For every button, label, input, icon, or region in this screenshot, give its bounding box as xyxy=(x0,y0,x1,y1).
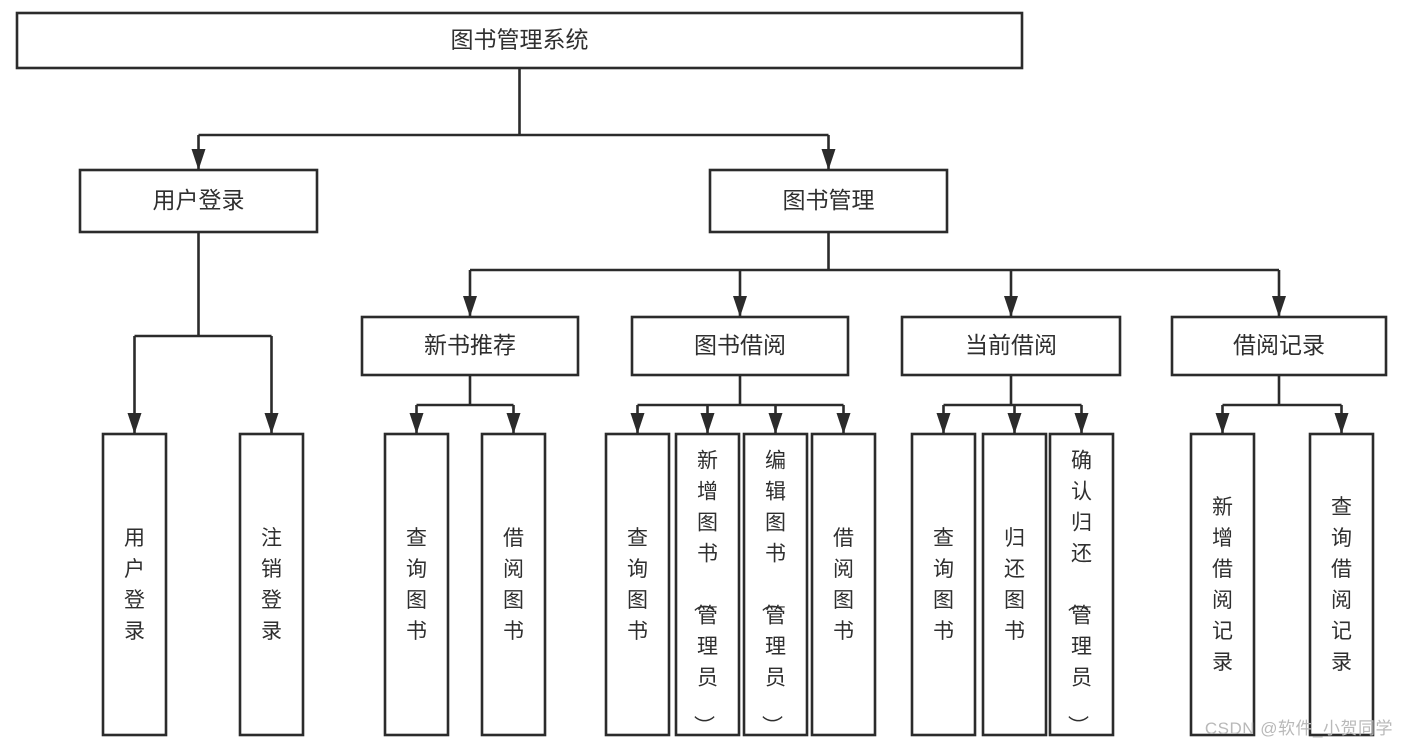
arrow-head-图书借阅-to-借阅图书-3 xyxy=(836,413,851,434)
arrow-head-图书管理-to-当前借阅-2 xyxy=(1004,296,1018,317)
arrow-head-图书管理-to-新书推荐-0 xyxy=(463,296,477,317)
node-图书借阅[interactable]: 图书借阅 xyxy=(630,315,850,377)
node-box-新增图书管理员 xyxy=(674,432,741,737)
node-box-新书推荐 xyxy=(360,315,580,377)
node-label-确认归还管理员: 确认归还（管理员） xyxy=(1066,449,1092,736)
arrow-head-图书管理系统-to-图书管理-1 xyxy=(821,149,836,170)
arrow-head-图书管理系统-to-用户登录-0 xyxy=(191,149,206,170)
node-编辑图书管理员[interactable]: 编辑图书（管理员） xyxy=(742,432,809,737)
node-label-借阅记录: 借阅记录 xyxy=(1233,332,1325,358)
node-借阅图书[interactable]: 借阅图书 xyxy=(810,432,877,737)
node-新书推荐[interactable]: 新书推荐 xyxy=(360,315,580,377)
node-label-编辑图书管理员: 编辑图书（管理员） xyxy=(760,449,786,736)
node-label-用户登录: 用户登录 xyxy=(124,527,145,643)
arrow-head-图书借阅-to-编辑图书管理员-2 xyxy=(768,413,783,434)
node-查询图书[interactable]: 查询图书 xyxy=(604,432,671,737)
node-label-借阅图书: 借阅图书 xyxy=(503,527,524,643)
node-box-图书管理系统 xyxy=(15,11,1024,70)
node-查询图书[interactable]: 查询图书 xyxy=(383,432,450,737)
node-box-图书借阅 xyxy=(630,315,850,377)
arrow-head-图书管理-to-借阅记录-3 xyxy=(1272,296,1286,317)
node-box-注销登录 xyxy=(238,432,305,737)
arrow-head-借阅记录-to-新增借阅记录-0 xyxy=(1215,413,1230,434)
node-label-用户登录: 用户登录 xyxy=(153,187,245,213)
node-box-查询借阅记录 xyxy=(1308,432,1375,737)
node-新增图书管理员[interactable]: 新增图书（管理员） xyxy=(674,432,741,737)
node-label-借阅图书: 借阅图书 xyxy=(833,527,854,643)
node-box-用户登录 xyxy=(101,432,168,737)
node-label-查询图书: 查询图书 xyxy=(406,527,427,643)
node-label-查询图书: 查询图书 xyxy=(627,527,648,643)
node-box-确认归还管理员 xyxy=(1048,432,1115,737)
node-layer: 图书管理系统用户登录图书管理新书推荐图书借阅当前借阅借阅记录用户登录注销登录查询… xyxy=(15,11,1388,737)
arrow-head-图书借阅-to-新增图书管理员-1 xyxy=(700,413,715,434)
node-box-当前借阅 xyxy=(900,315,1122,377)
node-当前借阅[interactable]: 当前借阅 xyxy=(900,315,1122,377)
node-box-编辑图书管理员 xyxy=(742,432,809,737)
node-label-注销登录: 注销登录 xyxy=(261,527,282,643)
node-box-查询图书 xyxy=(383,432,450,737)
node-借阅记录[interactable]: 借阅记录 xyxy=(1170,315,1388,377)
node-归还图书[interactable]: 归还图书 xyxy=(981,432,1048,737)
arrow-head-新书推荐-to-借阅图书-1 xyxy=(506,413,521,434)
node-label-新增图书管理员: 新增图书（管理员） xyxy=(692,449,718,736)
arrow-head-当前借阅-to-确认归还管理员-2 xyxy=(1074,413,1089,434)
node-label-查询图书: 查询图书 xyxy=(933,527,954,643)
node-借阅图书[interactable]: 借阅图书 xyxy=(480,432,547,737)
node-label-图书管理: 图书管理 xyxy=(783,187,875,213)
arrow-head-用户登录-to-注销登录-1 xyxy=(264,413,279,434)
node-用户登录[interactable]: 用户登录 xyxy=(78,168,319,234)
node-图书管理[interactable]: 图书管理 xyxy=(708,168,949,234)
node-label-新书推荐: 新书推荐 xyxy=(424,332,516,358)
node-label-图书管理系统: 图书管理系统 xyxy=(451,27,589,53)
node-label-归还图书: 归还图书 xyxy=(1004,527,1025,643)
node-box-图书管理 xyxy=(708,168,949,234)
node-确认归还管理员[interactable]: 确认归还（管理员） xyxy=(1048,432,1115,737)
arrow-head-图书借阅-to-查询图书-0 xyxy=(630,413,645,434)
node-box-查询图书 xyxy=(910,432,977,737)
node-label-当前借阅: 当前借阅 xyxy=(965,332,1057,358)
node-label-查询借阅记录: 查询借阅记录 xyxy=(1331,496,1352,674)
node-box-查询图书 xyxy=(604,432,671,737)
arrow-head-当前借阅-to-查询图书-0 xyxy=(936,413,951,434)
node-查询借阅记录[interactable]: 查询借阅记录 xyxy=(1308,432,1375,737)
node-新增借阅记录[interactable]: 新增借阅记录 xyxy=(1189,432,1256,737)
node-注销登录[interactable]: 注销登录 xyxy=(238,432,305,737)
node-图书管理系统[interactable]: 图书管理系统 xyxy=(15,11,1024,70)
node-box-用户登录 xyxy=(78,168,319,234)
arrow-head-图书管理-to-图书借阅-1 xyxy=(733,296,747,317)
node-查询图书[interactable]: 查询图书 xyxy=(910,432,977,737)
node-box-新增借阅记录 xyxy=(1189,432,1256,737)
node-box-归还图书 xyxy=(981,432,1048,737)
node-box-借阅记录 xyxy=(1170,315,1388,377)
node-box-借阅图书 xyxy=(810,432,877,737)
connector-layer xyxy=(127,68,1349,434)
node-用户登录[interactable]: 用户登录 xyxy=(101,432,168,737)
arrow-head-用户登录-to-用户登录-0 xyxy=(127,413,142,434)
node-box-借阅图书 xyxy=(480,432,547,737)
arrow-head-新书推荐-to-查询图书-0 xyxy=(409,413,424,434)
arrow-head-借阅记录-to-查询借阅记录-1 xyxy=(1334,413,1349,434)
arrow-head-当前借阅-to-归还图书-1 xyxy=(1007,413,1022,434)
node-label-图书借阅: 图书借阅 xyxy=(694,332,786,358)
node-label-新增借阅记录: 新增借阅记录 xyxy=(1212,496,1233,674)
